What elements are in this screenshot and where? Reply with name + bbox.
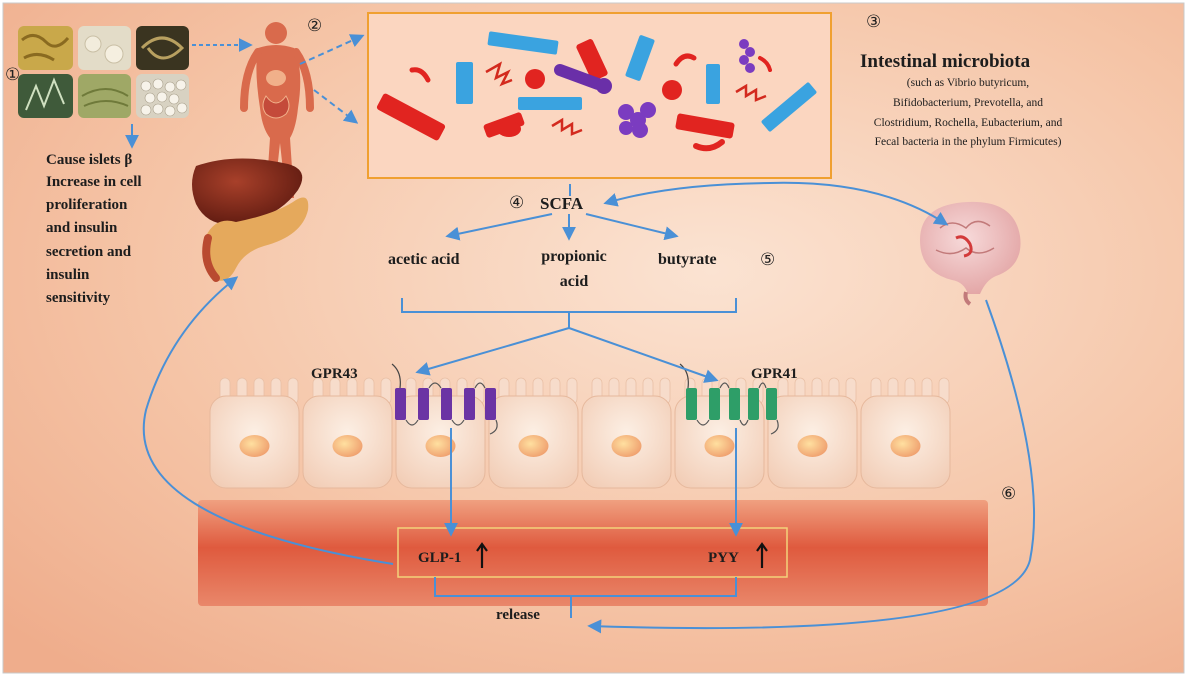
microbiota-detail-2: Bifidobacterium, Prevotella, and [893, 97, 1043, 109]
microbiota-detail-4: Fecal bacteria in the phylum Firmicutes) [875, 136, 1062, 148]
herb-images [18, 26, 189, 118]
arrow-scfa-to-acetic [445, 213, 553, 241]
islets-line-2: Increase in cell [46, 174, 142, 190]
hormone-box [397, 527, 788, 578]
gpr43-label: GPR43 [311, 366, 358, 382]
islets-line-5: secretion and [46, 244, 132, 260]
epithelial-cell [767, 377, 858, 489]
scfa-label: SCFA [540, 194, 584, 213]
release-label: release [496, 607, 540, 623]
arrow-body-to-microbiota-top [299, 34, 365, 65]
microbiota-detail-3: Clostridium, Rochella, Eubacterium, and [874, 117, 1063, 129]
butyrate-label: butyrate [658, 251, 717, 268]
bracket-release [434, 577, 737, 597]
arrow-glp1-to-pancreas [142, 276, 394, 565]
epithelial-cell [488, 377, 579, 489]
epithelium [198, 377, 988, 606]
epithelial-cell [209, 377, 300, 489]
islets-line-1: Cause islets β [46, 152, 132, 168]
islets-line-7: sensitivity [46, 290, 111, 306]
step-6-marker: ⑥ [1001, 484, 1016, 504]
pyy-up-arrow-icon [756, 542, 768, 568]
gpr43-receptor-icon [391, 363, 498, 435]
liver-pancreas-icon [192, 158, 309, 282]
islets-line-6: insulin [46, 267, 90, 283]
microbiota-box [367, 12, 832, 179]
propionic-acid-label-2: acid [560, 273, 589, 290]
epithelial-cell [860, 377, 951, 489]
propionic-acid-label-1: propionic [541, 248, 607, 265]
pyy-label: PYY [708, 550, 739, 566]
epithelial-cell [302, 377, 393, 489]
arrows [125, 34, 1036, 634]
glp1-up-arrow-icon [476, 542, 488, 568]
step-5-marker: ⑤ [760, 250, 775, 270]
step-1-marker: ① [5, 65, 20, 85]
arrow-brain-to-release [587, 299, 1036, 634]
arrow-scfa-brain [603, 181, 949, 226]
microbiota-detail-1: (such as Vibrio butyricum, [907, 77, 1030, 89]
arrow-to-gpr41 [568, 327, 719, 383]
islets-line-4: and insulin [46, 220, 118, 236]
step-3-marker: ③ [866, 12, 881, 32]
microbiota-title: Intestinal microbiota [860, 51, 1031, 72]
epithelial-cell [581, 377, 672, 489]
step-2-marker: ② [307, 16, 322, 36]
gpr41-label: GPR41 [751, 366, 798, 382]
human-body-icon [240, 22, 314, 198]
arrow-body-to-microbiota-bottom [313, 89, 359, 124]
arrow-to-gpr43 [415, 327, 570, 376]
glp1-label: GLP-1 [418, 550, 461, 566]
acetic-acid-label: acetic acid [388, 251, 460, 268]
step-4-marker: ④ [509, 193, 524, 213]
islets-line-3: proliferation [46, 197, 128, 213]
gpr41-receptor-icon [679, 363, 779, 435]
islets-effect-text: Cause islets β Increase in cell prolifer… [46, 152, 142, 306]
